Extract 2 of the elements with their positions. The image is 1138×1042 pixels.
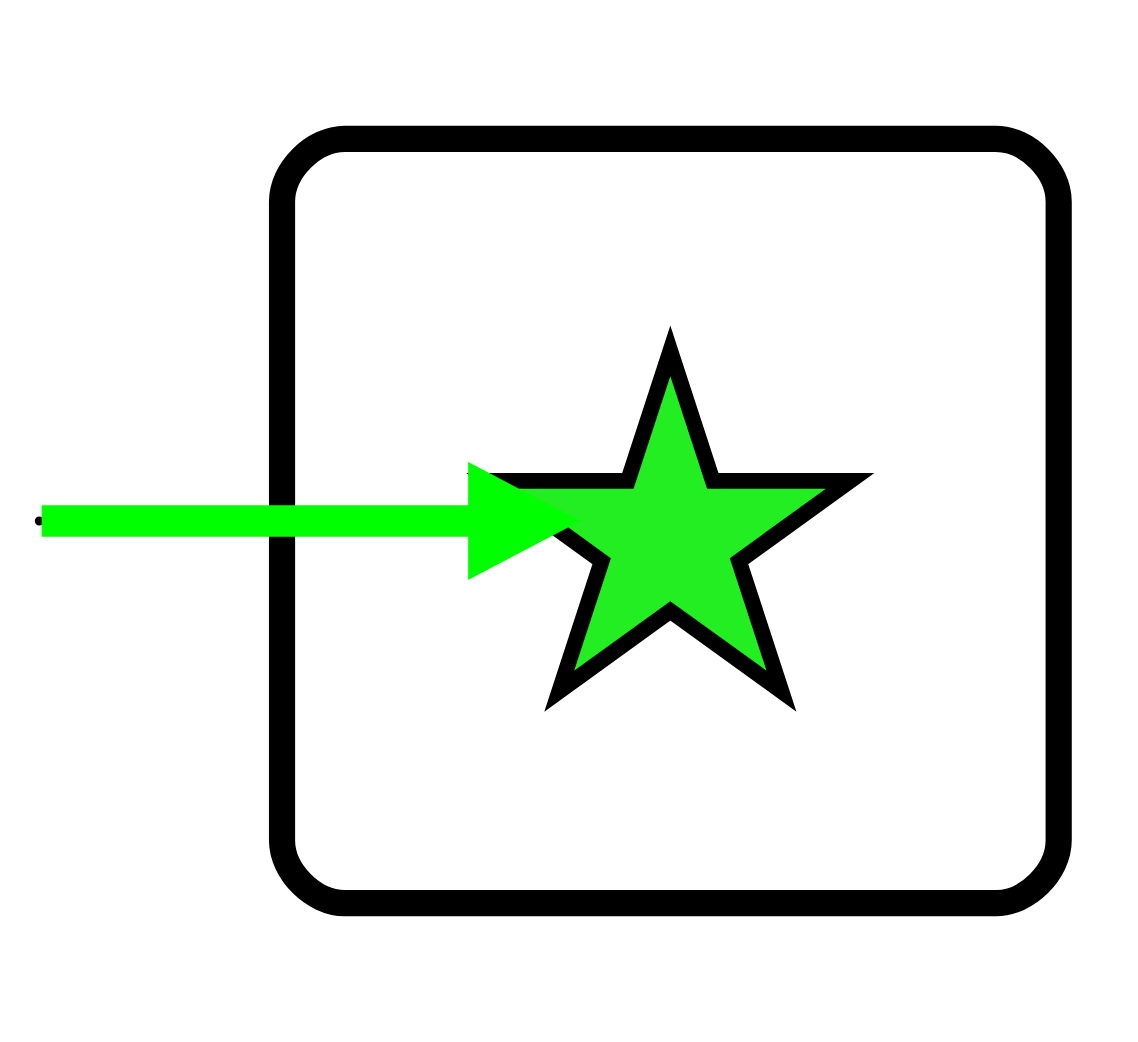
- cluster: [268, 125, 1072, 917]
- arrow: [41, 462, 581, 580]
